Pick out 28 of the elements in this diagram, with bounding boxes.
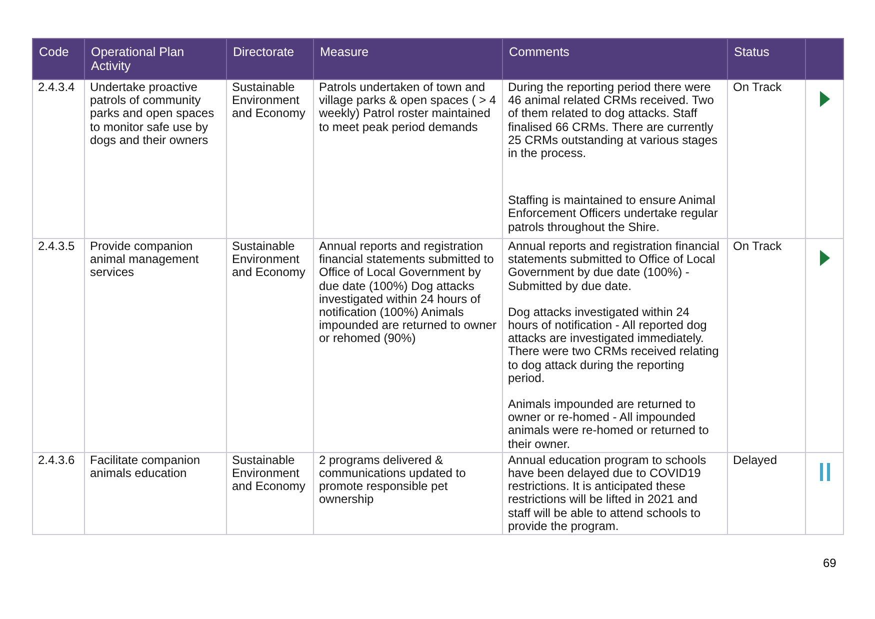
- status-text: On Track: [733, 81, 783, 94]
- comment-text: Annual reports and registration financial statements submitted to Office of Local Government by due date (100%) - Submitted by due date.: [508, 240, 720, 293]
- page-number: 69: [823, 556, 836, 570]
- activity-text: Facilitate companion animals education: [90, 454, 202, 480]
- column-header: Directorate: [226, 38, 314, 80]
- plan-code: 2.4.3.5: [38, 240, 76, 254]
- measure-text: Annual reports and registration financial statements submitted to Office of Local Government by due date (100%) Dog attacks investigated within 24 hours of notification (100%) Animals impounded are returned to owner or rehomed (90%): [319, 240, 497, 346]
- column-header: Status: [728, 38, 806, 80]
- column-header: Comments: [502, 38, 728, 80]
- comment-text: Dog attacks investigated within 24 hours of notification - All reported dog attacks are investigated immediately. There were two CRMs received relating to dog attack during the reporting period.: [508, 306, 720, 386]
- comment-text: Staffing is maintained to ensure Animal Enforcement Officers undertake regular patrols throughout the Shire.: [508, 194, 719, 234]
- plan-code: 2.4.3.4: [38, 81, 76, 94]
- status-text: On Track: [733, 240, 783, 254]
- plan-code: 2.4.3.6: [38, 454, 76, 468]
- directorate-text: Sustainable Environment and Economy: [232, 81, 306, 121]
- column-header: Measure: [314, 38, 502, 80]
- comment-text: Animals impounded are returned to owner or re-homed - All impounded animals were re-homed or returned to their owner.: [508, 398, 710, 451]
- directorate-text: Sustainable Environment and Economy: [232, 454, 306, 494]
- activity-text: Provide companion animal management services: [90, 240, 200, 280]
- measure-text: 2 programs delivered & communications updated to promote responsible pet ownership: [319, 454, 467, 507]
- comment-text: During the reporting period there were 46 animal related CRMs received. Two of them related to dog attacks. Staff finalised 66 CRMs. There are currently 25 CRMs outstanding at various stages in the process.: [508, 81, 718, 160]
- directorate-text: Sustainable Environment and Economy: [232, 240, 306, 280]
- comment-text: Annual education program to schools have been delayed due to COVID19 restrictions. It is anticipated these restrictions will be lifted in 2021 and staff will be able to attend schools to provide the program.: [508, 454, 708, 534]
- measure-text: Patrols undertaken of town and village parks & open spaces ( > 4 weekly) Patrol roster maintained to meet peak period demands: [319, 81, 497, 134]
- status-text: Delayed: [733, 454, 778, 468]
- column-header: Code: [32, 38, 84, 80]
- activity-text: Undertake proactive patrols of community parks and open spaces to monitor safe use by dogs and their owners: [90, 81, 216, 148]
- column-header: Operational Plan Activity: [84, 38, 226, 80]
